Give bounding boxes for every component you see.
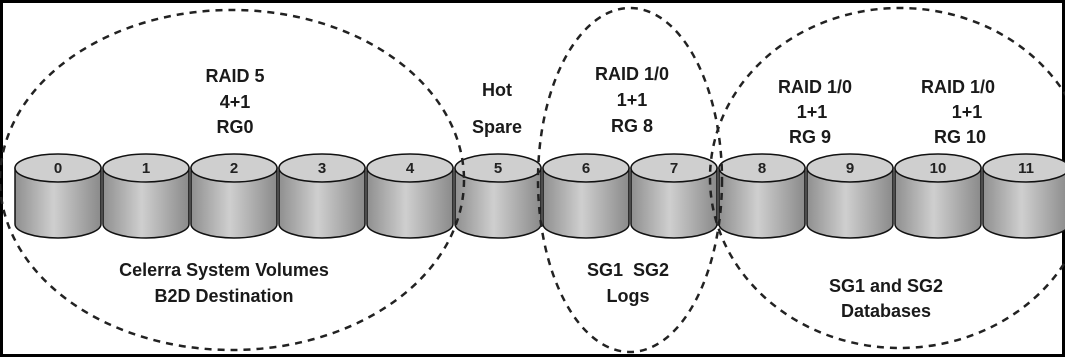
disk-top <box>454 153 542 183</box>
disk-body <box>102 167 190 239</box>
disk-number: 7 <box>670 160 678 177</box>
rg0-boundary <box>0 8 466 352</box>
disk-body <box>806 167 894 239</box>
rg10-raid-label: RAID 1/0 <box>921 77 995 97</box>
disk-top <box>190 153 278 183</box>
hotspare-label-2: Spare <box>472 117 522 137</box>
disk-number: 0 <box>54 160 62 177</box>
rg8-purpose-label: SG1 SG2 <box>587 260 669 280</box>
disk-10: 10 <box>894 153 982 239</box>
disk-11: 11 <box>982 153 1065 239</box>
disk-number: 1 <box>142 160 150 177</box>
disk-body <box>14 167 102 239</box>
rg9-name-label: RG 9 <box>789 127 831 147</box>
rg8-raid-label: RAID 1/0 <box>595 64 669 84</box>
disk-3: 3 <box>278 153 366 239</box>
disk-body <box>454 167 542 239</box>
disk-7: 7 <box>630 153 718 239</box>
rg8-config-label: 1+1 <box>617 90 648 110</box>
disk-number: 2 <box>230 160 238 177</box>
rg0-raid-label: RAID 5 <box>205 66 264 86</box>
disk-number: 9 <box>846 160 854 177</box>
disk-top <box>102 153 190 183</box>
rg10-config-label: 1+1 <box>952 102 983 122</box>
disk-body <box>718 167 806 239</box>
disk-top <box>278 153 366 183</box>
disk-5: 5 <box>454 153 542 239</box>
rg9-config-label: 1+1 <box>797 102 828 122</box>
rg8-purpose-label-2: Logs <box>607 286 650 306</box>
disk-number: 5 <box>494 160 502 177</box>
rg8-boundary <box>536 6 724 354</box>
disk-top <box>14 153 102 183</box>
disk-body <box>366 167 454 239</box>
disk-top <box>894 153 982 183</box>
disk-number: 6 <box>582 160 590 177</box>
disk-1: 1 <box>102 153 190 239</box>
databases-purpose-label: SG1 and SG2 <box>829 276 943 296</box>
databases-boundary <box>708 6 1065 350</box>
disk-top <box>366 153 454 183</box>
rg0-purpose-label-2: B2D Destination <box>154 286 293 306</box>
disk-6: 6 <box>542 153 630 239</box>
rg9-raid-label: RAID 1/0 <box>778 77 852 97</box>
disk-9: 9 <box>806 153 894 239</box>
disk-number: 3 <box>318 160 326 177</box>
rg0-purpose-label: Celerra System Volumes <box>119 260 329 280</box>
databases-purpose-label-2: Databases <box>841 301 931 321</box>
disk-2: 2 <box>190 153 278 239</box>
disk-8: 8 <box>718 153 806 239</box>
rg0-name-label: RG0 <box>216 117 253 137</box>
disk-0: 0 <box>14 153 102 239</box>
disk-top <box>718 153 806 183</box>
disk-number: 4 <box>406 160 415 177</box>
rg0-config-label: 4+1 <box>220 92 251 112</box>
disk-top <box>982 153 1065 183</box>
disk-number: 10 <box>930 160 947 177</box>
disk-body <box>190 167 278 239</box>
rg8-name-label: RG 8 <box>611 116 653 136</box>
disk-top <box>542 153 630 183</box>
disk-body <box>894 167 982 239</box>
rg10-name-label: RG 10 <box>934 127 986 147</box>
hotspare-label: Hot <box>482 80 512 100</box>
disk-4: 4 <box>366 153 454 239</box>
disk-top <box>630 153 718 183</box>
disk-row: 0 1 2 3 4 5 6 7 8 9 10 11 <box>14 153 1065 239</box>
disk-body <box>542 167 630 239</box>
disk-number: 8 <box>758 160 766 177</box>
disk-body <box>982 167 1065 239</box>
disk-body <box>630 167 718 239</box>
disk-number: 11 <box>1018 160 1034 177</box>
disk-body <box>278 167 366 239</box>
disk-top <box>806 153 894 183</box>
